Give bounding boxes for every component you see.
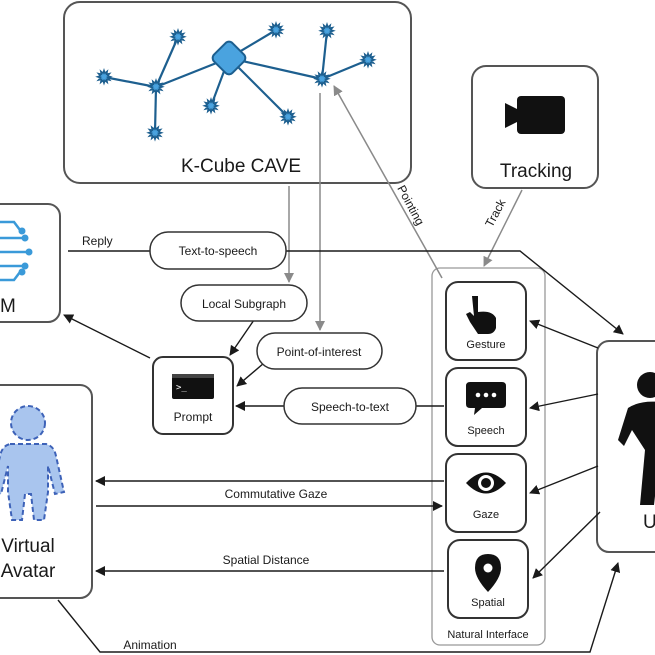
subgraph-to-prompt-edge bbox=[229, 319, 255, 356]
gaze-label: Gaze bbox=[473, 509, 499, 521]
poi-to-prompt-edge bbox=[236, 362, 265, 387]
spatial-label: Spatial bbox=[471, 597, 505, 609]
speech-label: Speech bbox=[467, 425, 504, 437]
graph-node: ✹ bbox=[269, 21, 283, 41]
graph-node: ✹ bbox=[320, 22, 334, 42]
natural-interface-panel: Natural Interface Gesture Speech Ga bbox=[431, 267, 546, 646]
tracking-box: Tracking bbox=[471, 65, 599, 189]
local-subgraph-pill: Local Subgraph bbox=[180, 284, 308, 322]
svg-text:>_: >_ bbox=[176, 383, 187, 393]
gesture-module: Gesture bbox=[445, 281, 527, 361]
graph-node: ✹ bbox=[361, 51, 375, 71]
user-box: U bbox=[596, 340, 655, 553]
speech-module: Speech bbox=[445, 367, 527, 447]
kcube-cave-label: K-Cube CAVE bbox=[181, 156, 301, 177]
llm-box: M bbox=[0, 203, 61, 323]
main-edges bbox=[57, 250, 624, 653]
graph-node: ✹ bbox=[315, 70, 329, 90]
llm-label: M bbox=[0, 296, 16, 317]
graph-node: ✹ bbox=[171, 28, 185, 48]
person-icon bbox=[618, 372, 655, 505]
gesture-label: Gesture bbox=[466, 339, 505, 351]
knowledge-graph-icon: ✹ ✹ ✹ ✹ ✹ ✹ ✹ ✹ ✹ ✹ bbox=[96, 20, 376, 145]
terminal-icon: >_ bbox=[172, 374, 214, 399]
graph-node: ✹ bbox=[97, 68, 111, 88]
prompt-label: Prompt bbox=[174, 410, 213, 424]
gaze-edge-label: Commutative Gaze bbox=[225, 487, 328, 501]
user-to-spatial-edge bbox=[532, 511, 601, 579]
video-camera-icon bbox=[505, 96, 565, 134]
graph-node: ✹ bbox=[149, 78, 163, 98]
pointing-hand-icon bbox=[466, 296, 496, 334]
spatial-edge-label: Spatial Distance bbox=[223, 553, 310, 567]
kcube-cave-box: ✹ ✹ ✹ ✹ ✹ ✹ ✹ ✹ ✹ ✹ K-Cube CAVE bbox=[63, 1, 412, 184]
neural-circuit-icon bbox=[0, 220, 33, 282]
pointing-edge bbox=[333, 85, 443, 279]
reply-label: Reply bbox=[82, 234, 113, 248]
user-to-gesture-edge bbox=[529, 319, 599, 349]
stt-pill: Speech-to-text bbox=[283, 387, 417, 425]
poi-pill: Point-of-interest bbox=[256, 332, 383, 370]
local-subgraph-label: Local Subgraph bbox=[202, 297, 286, 311]
user-label: U bbox=[643, 512, 655, 533]
virtual-avatar-box: Virtual Avatar bbox=[0, 384, 93, 599]
reply-edge bbox=[68, 250, 624, 335]
prompt-to-llm-edge bbox=[63, 314, 151, 359]
animation-edge bbox=[57, 562, 621, 653]
avatar-figure-icon bbox=[0, 405, 66, 521]
gaze-module: Gaze bbox=[445, 453, 527, 533]
prompt-box: >_ Prompt bbox=[152, 356, 234, 435]
natural-interface-label: Natural Interface bbox=[447, 629, 528, 641]
eye-icon bbox=[466, 472, 506, 494]
speech-bubble-icon bbox=[466, 382, 506, 415]
tts-label: Text-to-speech bbox=[179, 244, 258, 258]
graph-node: ✹ bbox=[148, 124, 162, 144]
avatar-label-line2: Avatar bbox=[1, 561, 56, 582]
tracking-label: Tracking bbox=[500, 161, 572, 182]
stt-label: Speech-to-text bbox=[311, 400, 390, 414]
animation-label: Animation bbox=[123, 638, 176, 652]
user-to-speech-edge bbox=[529, 393, 599, 412]
user-to-gaze-edge bbox=[529, 465, 599, 495]
central-node bbox=[211, 40, 247, 76]
tts-pill: Text-to-speech bbox=[149, 231, 287, 270]
track-edge bbox=[483, 189, 523, 267]
poi-label: Point-of-interest bbox=[277, 345, 362, 359]
map-pin-icon bbox=[475, 554, 501, 592]
spatial-module: Spatial bbox=[447, 539, 529, 619]
kcube-edges bbox=[284, 85, 523, 331]
graph-node: ✹ bbox=[281, 108, 295, 128]
avatar-label-line1: Virtual bbox=[1, 536, 55, 557]
graph-node: ✹ bbox=[204, 97, 218, 117]
